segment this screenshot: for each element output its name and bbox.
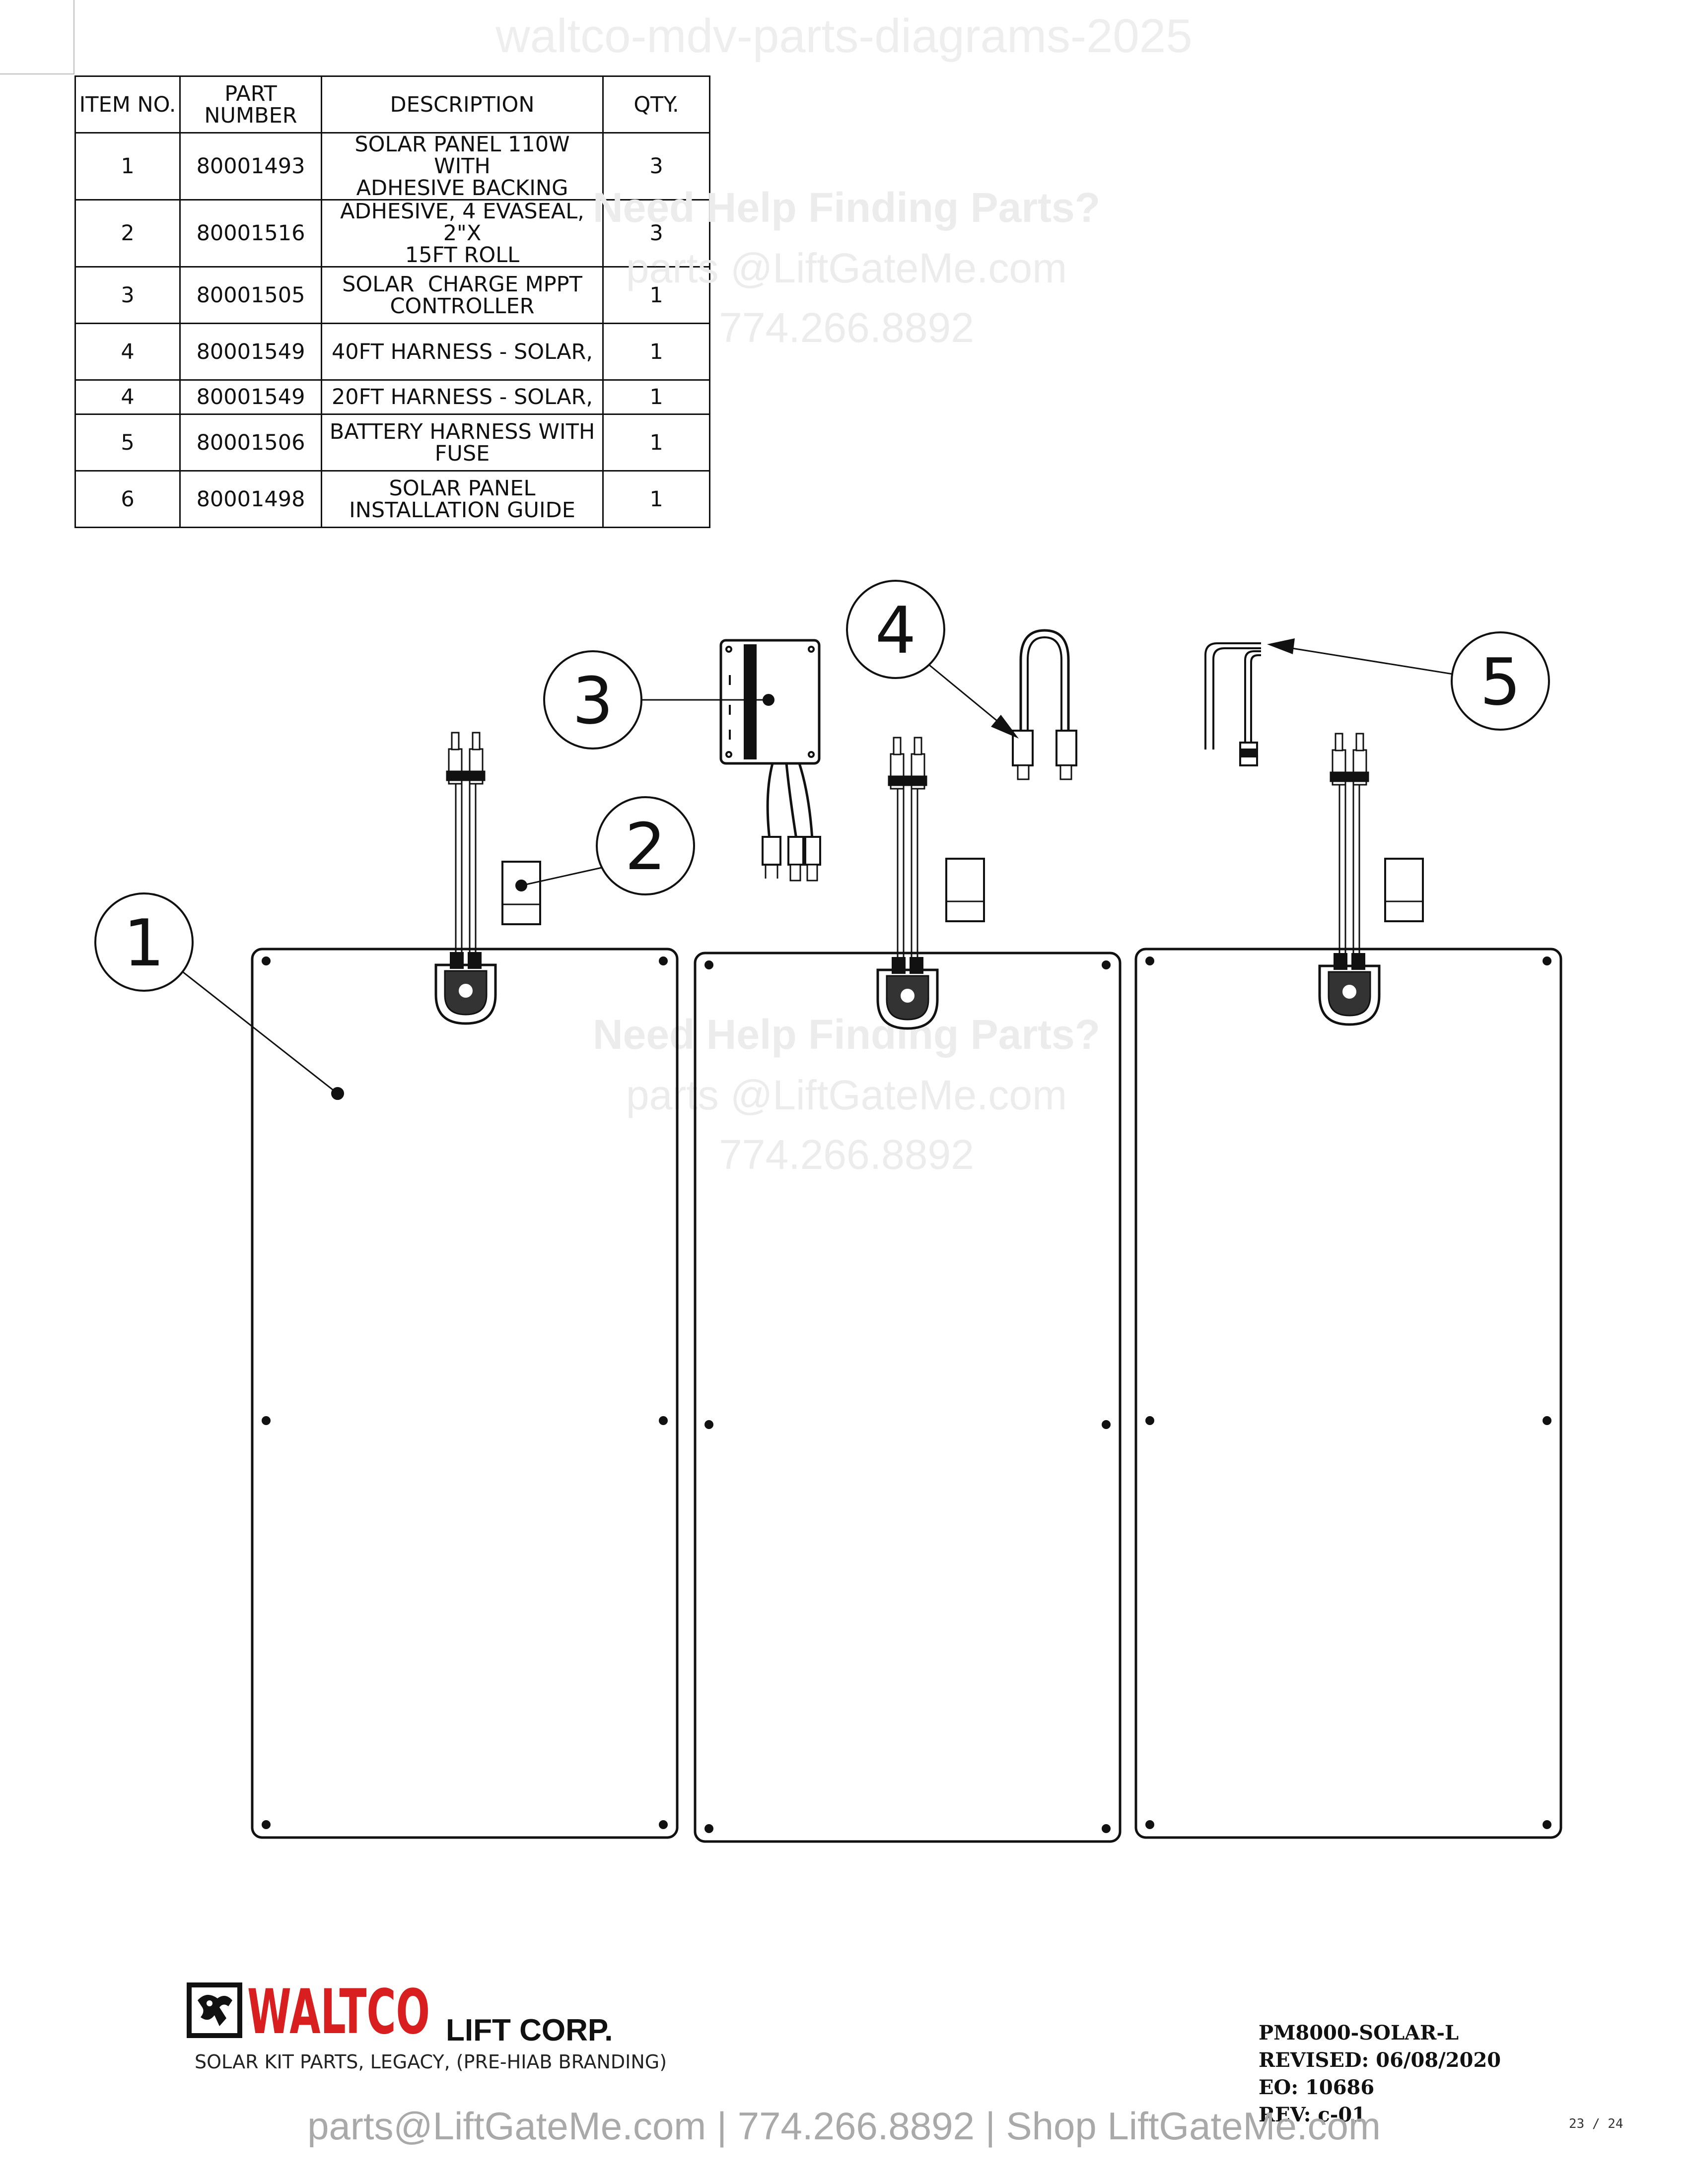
help-watermark-phone: 774.266.8892 [719, 304, 974, 351]
footer-contact: parts@LiftGateMe.com | 774.266.8892 | Sh… [307, 2104, 1381, 2148]
cell-part: 80001493 [179, 132, 322, 201]
balloon-1: 1 [94, 892, 344, 1100]
document-info: PM8000-SOLAR-L REVISED: 06/08/2020 EO: 1… [1259, 2019, 1501, 2128]
balloon-5-label: 5 [1480, 644, 1521, 720]
cell-part: 80001516 [179, 199, 322, 268]
cell-qty: 3 [602, 199, 710, 268]
page-number: 23 / 24 [1569, 2116, 1623, 2131]
desc-line2: ADHESIVE BACKING [356, 176, 568, 201]
cell-qty: 1 [602, 323, 710, 381]
balloon-4-label: 4 [875, 593, 916, 668]
help-watermark-email: parts @LiftGateMe.com [626, 245, 1067, 291]
balloon-2: 2 [515, 796, 695, 895]
desc-line1: SOLAR PANEL 110W WITH [354, 132, 570, 179]
balloon-3: 3 [543, 650, 774, 750]
cell-item: 4 [74, 323, 181, 381]
solar-harness [1012, 629, 1077, 780]
help-watermark-email-2: parts @LiftGateMe.com [626, 1072, 1067, 1118]
cell-item: 4 [74, 379, 181, 415]
adhesive-pad-2 [945, 858, 985, 922]
desc-line2: INSTALLATION GUIDE [349, 497, 575, 523]
cell-qty: 1 [602, 413, 710, 472]
cell-item: 1 [74, 132, 181, 201]
help-watermark-heading: Need Help Finding Parts? [592, 184, 1101, 231]
desc-line1: ADHESIVE, 4 EVASEAL, 2"X [340, 199, 584, 246]
eo-number: EO: 10686 [1259, 2076, 1375, 2099]
cell-part: 80001549 [179, 323, 322, 381]
cell-item: 5 [74, 413, 181, 472]
cell-part: 80001498 [179, 470, 322, 528]
header-part-line2: NUMBER [204, 103, 297, 128]
help-watermark-phone-2: 774.266.8892 [719, 1131, 974, 1178]
top-watermark: waltco-mdv-parts-diagrams-2025 [495, 9, 1193, 63]
header-qty: QTY. [602, 75, 710, 134]
lift-corp-label: LIFT CORP. [446, 2013, 613, 2048]
cell-qty: 1 [602, 379, 710, 415]
desc-line1: SOLAR CHARGE MPPT [342, 272, 582, 297]
table-row: 4 80001549 20FT HARNESS - SOLAR, 1 [74, 379, 710, 415]
waltco-logo: WALTCO [187, 1977, 435, 2048]
cell-item: 6 [74, 470, 181, 528]
cell-part: 80001506 [179, 413, 322, 472]
desc-line1: SOLAR PANEL [389, 476, 536, 501]
charge-controller [719, 639, 821, 882]
drawing-subtitle: SOLAR KIT PARTS, LEGACY, (PRE-HIAB BRAND… [195, 2051, 667, 2073]
desc-line1: BATTERY HARNESS WITH [329, 419, 595, 444]
balloon-3-label: 3 [572, 663, 614, 739]
header-description: DESCRIPTION [321, 75, 604, 134]
cell-qty: 3 [602, 132, 710, 201]
balloon-2-label: 2 [625, 809, 666, 885]
header-part-line1: PART [224, 81, 277, 106]
desc-line2: 15FT ROLL [405, 243, 520, 268]
revised-date: REVISED: 06/08/2020 [1259, 2048, 1501, 2072]
solar-panel-3 [1134, 734, 1562, 1839]
waltco-logo-graphic: WALTCO [187, 1977, 430, 2048]
balloon-5: 5 [1267, 631, 1550, 731]
cell-description: 20FT HARNESS - SOLAR, [321, 379, 604, 415]
cell-qty: 1 [602, 266, 710, 324]
header-item-no: ITEM NO. [74, 75, 181, 134]
table-row: 4 80001549 40FT HARNESS - SOLAR, 1 [74, 323, 710, 381]
desc-line2: CONTROLLER [390, 293, 535, 319]
adhesive-pad-3 [1384, 858, 1424, 922]
cell-item: 2 [74, 199, 181, 268]
doc-number: PM8000-SOLAR-L [1259, 2021, 1459, 2045]
balloon-4: 4 [846, 580, 1019, 739]
corner-box [0, 0, 74, 74]
revision: REV: c-01 [1259, 2103, 1366, 2126]
solar-panel-2 [694, 738, 1122, 1843]
battery-harness [1204, 642, 1261, 766]
solar-panel-1 [251, 733, 679, 1839]
adhesive-pad-1 [501, 861, 541, 925]
desc-line2: FUSE [434, 441, 490, 466]
balloon-1-label: 1 [124, 905, 165, 981]
brand-name: WALTCO [247, 1980, 430, 2042]
cell-part: 80001549 [179, 379, 322, 415]
cell-description: 40FT HARNESS - SOLAR, [321, 323, 604, 381]
cell-part: 80001505 [179, 266, 322, 324]
cell-qty: 1 [602, 470, 710, 528]
cell-item: 3 [74, 266, 181, 324]
